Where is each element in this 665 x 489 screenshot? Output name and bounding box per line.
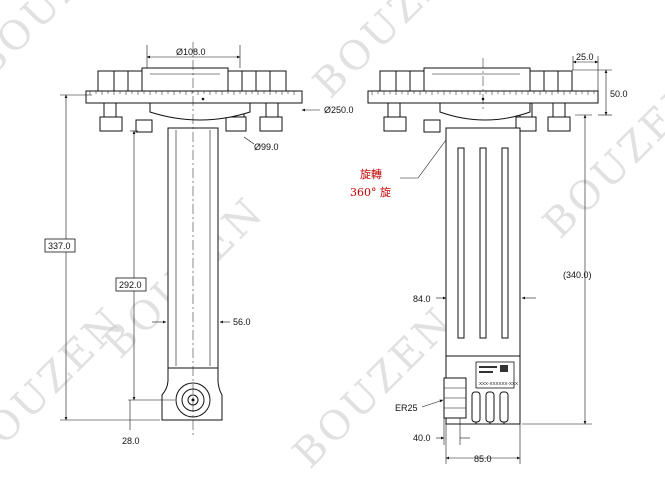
top-nut — [227, 70, 243, 92]
bolt-shank — [103, 102, 117, 118]
dim-top-offset: 25.0 — [576, 52, 594, 62]
bottom-nut — [423, 119, 441, 133]
rotation-label-line2: 360° 旋 — [350, 185, 391, 199]
top-nut — [113, 70, 129, 92]
bottom-nut — [99, 116, 123, 132]
bolt-shank — [265, 102, 279, 118]
dim-flange-height: 50.0 — [610, 89, 628, 99]
top-nut — [557, 70, 573, 92]
dim-flange-dia: Ø250.0 — [324, 105, 354, 115]
slot — [457, 147, 465, 339]
rib — [471, 391, 481, 423]
dim-overall-height: 337.0 — [48, 241, 71, 251]
dim-nose-width: 28.0 — [122, 436, 140, 446]
top-housing — [141, 67, 229, 92]
top-nut — [543, 70, 559, 92]
dim-nut-offset: 40.0 — [413, 433, 431, 443]
rib — [499, 391, 509, 423]
bottom-nut — [547, 116, 571, 132]
rotation-label-line1: 旋轉 — [360, 167, 382, 181]
dim-top-dia: Ø108.0 — [176, 47, 206, 57]
dim-arm-length: 292.0 — [119, 280, 142, 290]
bottom-nut — [383, 116, 407, 132]
top-housing — [423, 67, 531, 92]
top-nut — [255, 70, 271, 92]
watermark-5: BOUZEN — [285, 298, 464, 477]
right-view: XXX-XXXXXX-XXX 25.0 50.0 (340.0) 84.0 — [350, 52, 628, 464]
hub — [149, 102, 251, 121]
slot — [479, 147, 487, 339]
top-nut — [127, 70, 143, 92]
dim-body-width: 84.0 — [413, 294, 431, 304]
flange-graduation — [89, 91, 295, 95]
hub — [439, 102, 531, 121]
dim-head-width: 85.0 — [474, 454, 492, 464]
left-view: Ø108.0 Ø250.0 Ø99.0 337.0 292.0 56.0 28.… — [44, 42, 354, 446]
watermark-6: BOUZEN — [0, 298, 133, 477]
top-nut — [269, 70, 287, 92]
slot — [501, 147, 509, 339]
dim-arm-width: 56.0 — [233, 317, 251, 327]
rib — [485, 391, 495, 423]
dim-bolt-dia: Ø99.0 — [254, 142, 279, 152]
top-nut — [409, 70, 425, 92]
bottom-nut — [225, 116, 247, 132]
dim-collet: ER25 — [395, 403, 418, 413]
top-nut — [241, 70, 257, 92]
bottom-nut — [259, 116, 283, 132]
top-nut — [379, 70, 397, 92]
top-nut — [529, 70, 545, 92]
dim-ref-height: (340.0) — [563, 270, 592, 280]
plate-text: XXX-XXXXXX-XXX — [479, 381, 518, 386]
bolt-shank — [387, 102, 401, 118]
top-nut — [395, 70, 411, 92]
bottom-nut — [135, 119, 153, 133]
flange-graduation — [371, 91, 595, 95]
bolt-shank — [552, 102, 566, 118]
top-nut — [97, 70, 115, 92]
flange — [85, 90, 303, 104]
